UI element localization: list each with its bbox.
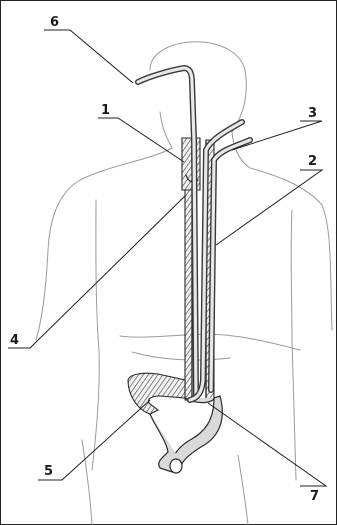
label-2: 2 bbox=[308, 154, 317, 169]
label-3: 3 bbox=[308, 106, 317, 121]
label-4: 4 bbox=[10, 333, 19, 348]
label-6: 6 bbox=[50, 15, 59, 30]
label-7: 7 bbox=[310, 489, 319, 504]
label-leaders bbox=[8, 30, 326, 486]
label-1: 1 bbox=[101, 103, 110, 118]
labels: 6 1 3 2 4 5 7 bbox=[10, 15, 319, 504]
label-5: 5 bbox=[44, 464, 53, 479]
